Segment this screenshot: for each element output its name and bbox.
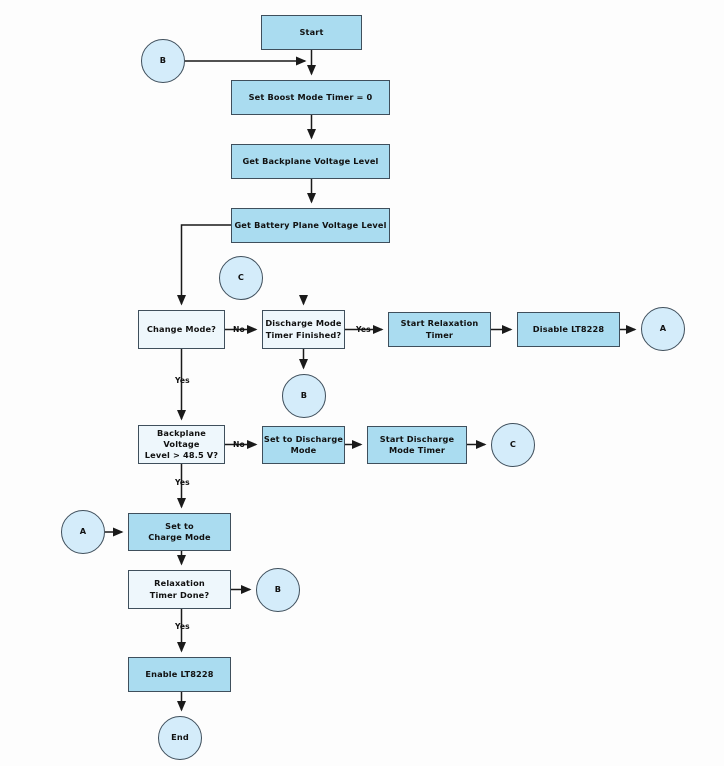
node-change-mode[interactable]: Change Mode? — [138, 310, 225, 349]
node-get-battery[interactable]: Get Battery Plane Voltage Level — [231, 208, 390, 243]
edge-group — [105, 50, 637, 712]
node-label-end: End — [171, 732, 189, 743]
node-label-conn-a-left: A — [79, 526, 87, 537]
node-label-conn-b-top: B — [159, 55, 167, 66]
node-conn-b-top[interactable]: B — [141, 39, 185, 83]
node-label-start: Start — [299, 26, 324, 37]
node-get-backplane[interactable]: Get Backplane Voltage Level — [231, 144, 390, 179]
node-start[interactable]: Start — [261, 15, 362, 50]
node-label-disable-lt: Disable LT8228 — [532, 323, 605, 334]
node-set-boost-timer[interactable]: Set Boost Mode Timer = 0 — [231, 80, 390, 115]
node-end[interactable]: End — [158, 716, 202, 760]
node-label-change-mode: Change Mode? — [146, 323, 217, 334]
node-label-set-boost-timer: Set Boost Mode Timer = 0 — [248, 91, 373, 102]
edge-e-battery-change — [177, 224, 231, 306]
edge-label-lbl-change-no: No — [233, 325, 245, 334]
node-conn-b-low[interactable]: B — [256, 568, 300, 612]
node-conn-c-right[interactable]: C — [491, 423, 535, 467]
node-start-relax[interactable]: Start Relaxation Timer — [388, 312, 491, 347]
node-label-start-relax: Start Relaxation Timer — [400, 318, 479, 340]
node-conn-a-left[interactable]: A — [61, 510, 105, 554]
node-label-conn-a-right: A — [659, 323, 667, 334]
node-enable-lt[interactable]: Enable LT8228 — [128, 657, 231, 692]
node-label-enable-lt: Enable LT8228 — [145, 668, 214, 679]
node-label-conn-b-low: B — [274, 584, 282, 595]
edge-label-lbl-relax-yes: Yes — [175, 622, 190, 631]
edge-label-lbl-backplane-yes: Yes — [175, 478, 190, 487]
edge-label-lbl-discharge-yes: Yes — [356, 325, 371, 334]
node-conn-b-mid[interactable]: B — [282, 374, 326, 418]
node-label-conn-c-top: C — [237, 272, 245, 283]
node-conn-a-right[interactable]: A — [641, 307, 685, 351]
node-label-conn-c-right: C — [509, 439, 517, 450]
edge-label-lbl-backplane-no: No — [233, 440, 245, 449]
node-label-get-backplane: Get Backplane Voltage Level — [242, 155, 379, 166]
edge-label-lbl-change-yes: Yes — [175, 376, 190, 385]
node-conn-c-top[interactable]: C — [219, 256, 263, 300]
node-disable-lt[interactable]: Disable LT8228 — [517, 312, 620, 347]
node-label-get-battery: Get Battery Plane Voltage Level — [234, 219, 387, 230]
node-label-conn-b-mid: B — [300, 390, 308, 401]
